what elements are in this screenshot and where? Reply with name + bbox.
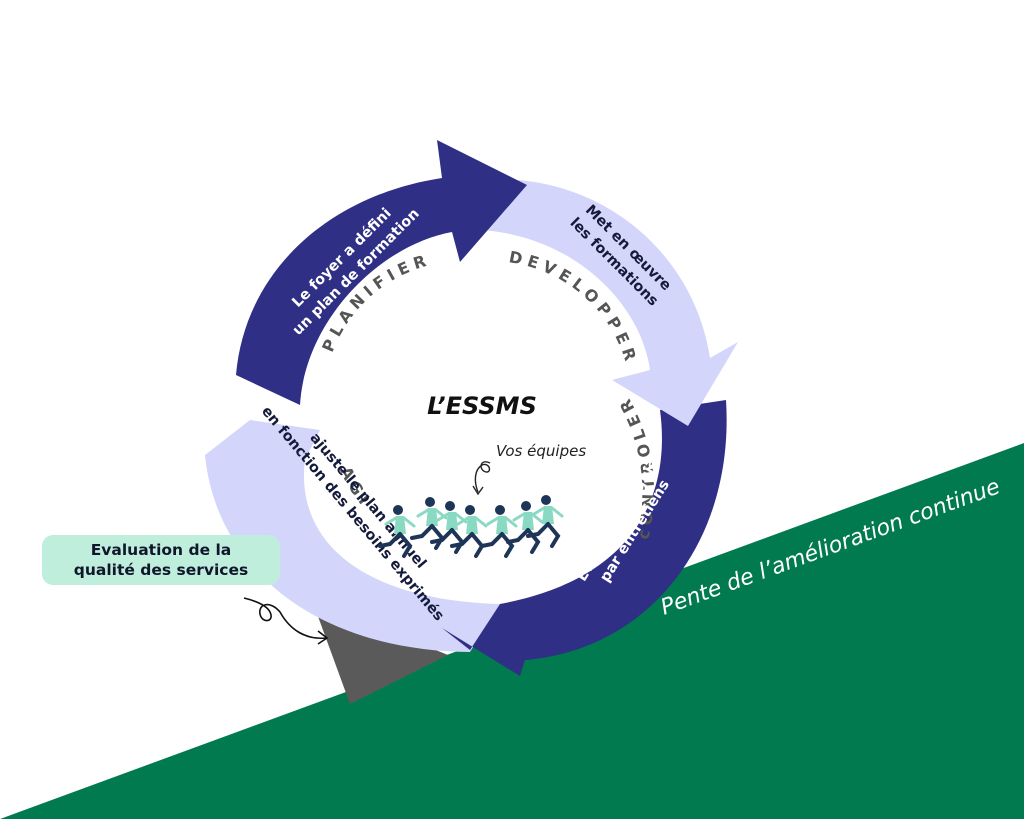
runner-icon (480, 505, 518, 558)
ring-segment-controler (442, 400, 727, 676)
team-arrow-icon (474, 461, 491, 493)
evaluation-badge: Evaluation de la qualité des services (42, 535, 280, 585)
team-arrow-head-icon (472, 485, 484, 496)
ring-segment-developper (480, 180, 738, 426)
ring-segment-planifier (236, 140, 527, 405)
evaluation-badge-line-2: qualité des services (73, 561, 249, 579)
runner-icon (378, 505, 416, 558)
team-label: Vos équipes (496, 442, 586, 460)
evaluation-badge-line-1: Evaluation de la (90, 541, 232, 559)
runner-icon (526, 495, 564, 548)
evaluation-arrow-head-icon (317, 630, 329, 645)
center-title: L’ESSMS (427, 392, 537, 420)
ring-segment-agir (205, 420, 500, 652)
runners-group-icon (378, 495, 564, 558)
evaluation-arrow-icon (243, 597, 327, 639)
